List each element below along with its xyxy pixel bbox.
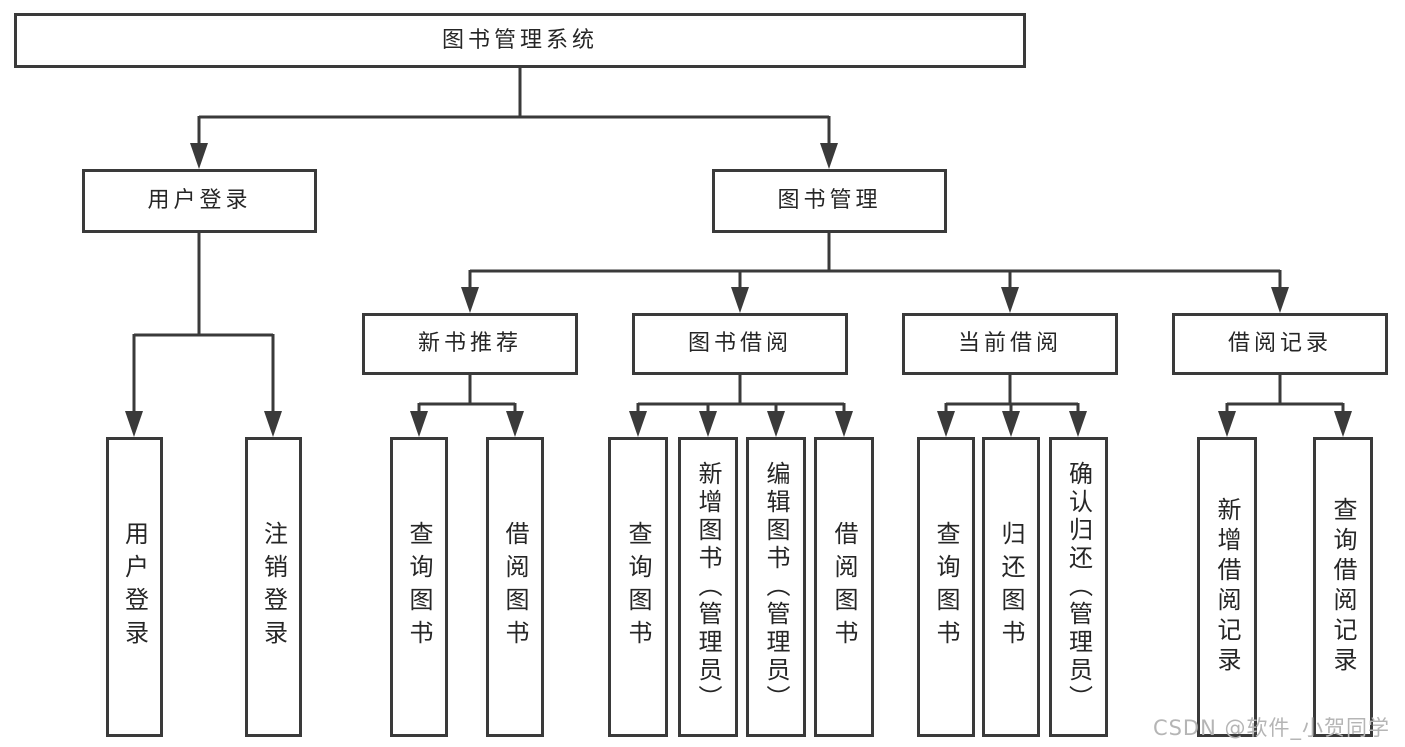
node-user-login: 用户登录 bbox=[82, 169, 317, 233]
leaf-label: 借阅图书 bbox=[501, 521, 529, 653]
node-borrow-records: 借阅记录 bbox=[1172, 313, 1388, 375]
leaf-records-query-record: 查询借阅记录 bbox=[1313, 437, 1373, 737]
leaf-current-return-books: 归还图书 bbox=[982, 437, 1040, 737]
node-label: 用户登录 bbox=[147, 188, 252, 213]
node-current-borrow: 当前借阅 bbox=[902, 313, 1118, 375]
leaf-borrow-borrow-books: 借阅图书 bbox=[814, 437, 874, 737]
leaf-borrow-edit-books-admin: 编辑图书（管理员） bbox=[746, 437, 806, 737]
node-book-management: 图书管理 bbox=[712, 169, 947, 233]
leaf-label: 新增借阅记录 bbox=[1213, 497, 1241, 677]
leaf-label: 借阅图书 bbox=[830, 521, 858, 653]
leaf-label: 编辑图书（管理员） bbox=[762, 461, 790, 713]
node-label: 图书管理系统 bbox=[441, 27, 598, 53]
leaf-label: 确认归还（管理员） bbox=[1064, 461, 1093, 713]
leaf-label: 新增图书（管理员） bbox=[694, 461, 722, 713]
leaf-label: 用户登录 bbox=[120, 521, 149, 653]
node-label: 借阅记录 bbox=[1227, 331, 1332, 356]
leaf-label: 查询图书 bbox=[932, 521, 960, 653]
leaf-logout: 注销登录 bbox=[245, 437, 302, 737]
node-label: 新书推荐 bbox=[417, 331, 522, 356]
leaf-borrow-add-books-admin: 新增图书（管理员） bbox=[678, 437, 738, 737]
leaf-label: 查询图书 bbox=[405, 521, 433, 653]
node-label: 图书借阅 bbox=[687, 331, 792, 356]
node-new-book-recommend: 新书推荐 bbox=[362, 313, 578, 375]
node-root-library-system: 图书管理系统 bbox=[14, 13, 1026, 68]
leaf-recommend-query-books: 查询图书 bbox=[390, 437, 448, 737]
leaf-label: 注销登录 bbox=[259, 521, 288, 653]
leaf-label: 归还图书 bbox=[997, 521, 1025, 653]
node-label: 当前借阅 bbox=[957, 331, 1062, 356]
leaf-current-query-books: 查询图书 bbox=[917, 437, 975, 737]
node-label: 图书管理 bbox=[777, 188, 882, 213]
leaf-label: 查询借阅记录 bbox=[1329, 497, 1357, 677]
leaf-recommend-borrow-books: 借阅图书 bbox=[486, 437, 544, 737]
leaf-user-login: 用户登录 bbox=[106, 437, 163, 737]
leaf-borrow-query-books: 查询图书 bbox=[608, 437, 668, 737]
leaf-records-add-record: 新增借阅记录 bbox=[1197, 437, 1257, 737]
leaf-current-confirm-return-admin: 确认归还（管理员） bbox=[1049, 437, 1108, 737]
csdn-watermark: CSDN @软件_小贺同学 bbox=[1152, 716, 1390, 740]
node-book-borrow: 图书借阅 bbox=[632, 313, 848, 375]
leaf-label: 查询图书 bbox=[624, 521, 652, 653]
